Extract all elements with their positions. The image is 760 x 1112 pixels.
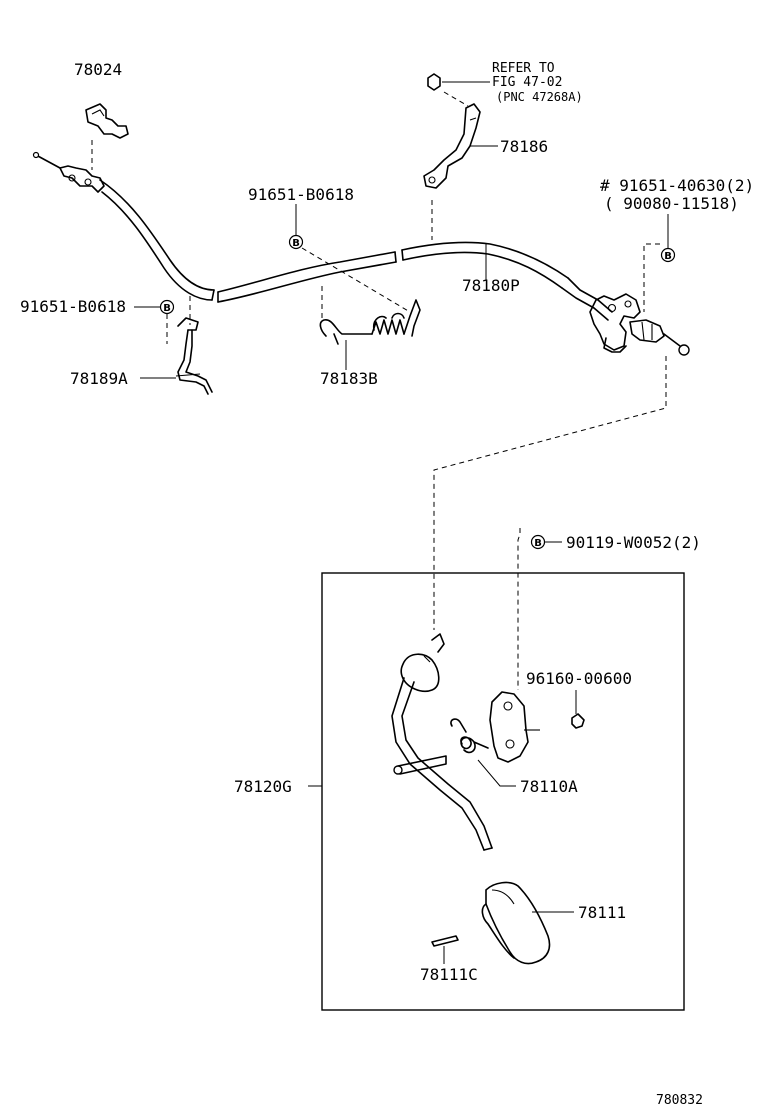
leader-bolt-right-dash	[643, 243, 660, 312]
bolt-b-icon[interactable]: B	[288, 234, 304, 250]
refer-text-2: FIG 47-02	[492, 75, 562, 90]
bolt-b-icon[interactable]: B	[530, 534, 546, 550]
svg-text:B: B	[664, 251, 672, 262]
leader-90119-dash	[517, 528, 521, 690]
assembly-frame-78120G[interactable]	[321, 572, 685, 1011]
label-91651-40630: # 91651-40630(2)	[600, 176, 754, 195]
cable-78180P[interactable]	[99, 179, 613, 321]
label-91651-b0618-top: 91651-B0618	[248, 185, 354, 204]
refer-text-1: REFER TO	[492, 61, 555, 76]
label-78111: 78111	[578, 903, 626, 922]
washer-96160-00600[interactable]	[571, 713, 585, 729]
pedal-arm[interactable]	[391, 633, 493, 851]
label-78024: 78024	[74, 60, 122, 79]
clamp-78024[interactable]	[85, 103, 129, 139]
leader-bolt-top-dash	[301, 247, 411, 313]
cable-right-bracket[interactable]	[589, 293, 690, 356]
spring-78183B[interactable]	[319, 299, 421, 345]
refer-text-3: (PNC 47268A)	[496, 90, 583, 104]
label-91651-b0618-left: 91651-B0618	[20, 297, 126, 316]
svg-text:B: B	[163, 303, 171, 314]
svg-text:B: B	[292, 238, 300, 249]
bracket-78186[interactable]	[423, 103, 481, 189]
cable-left-end[interactable]	[32, 151, 105, 193]
label-78110A: 78110A	[520, 777, 578, 796]
label-90080-11518: ( 90080-11518)	[604, 194, 739, 213]
pedal-pad-78111[interactable]	[481, 881, 551, 965]
label-78120G: 78120G	[234, 777, 292, 796]
clip-78111C[interactable]	[431, 935, 459, 947]
spring-78110A[interactable]	[450, 718, 489, 754]
bolt-b-icon[interactable]: B	[159, 299, 175, 315]
leader-nut-bracket	[443, 91, 469, 107]
label-78111C: 78111C	[420, 965, 478, 984]
bolt-b-icon[interactable]: B	[660, 247, 676, 263]
svg-text:B: B	[534, 538, 542, 549]
leader-cable-to-pedal	[433, 356, 667, 630]
label-78180P: 78180P	[462, 276, 520, 295]
nut-refer[interactable]	[427, 73, 441, 91]
label-90119-W0052: 90119-W0052(2)	[566, 533, 701, 552]
label-78189A: 78189A	[70, 369, 128, 388]
bracket-78110A[interactable]	[489, 691, 540, 763]
label-78183B: 78183B	[320, 369, 378, 388]
leader-78110A	[477, 759, 516, 787]
label-96160-00600: 96160-00600	[526, 669, 632, 688]
diagram-id: 780832	[656, 1093, 703, 1108]
clip-78189A[interactable]	[175, 317, 213, 395]
label-78186: 78186	[500, 137, 548, 156]
